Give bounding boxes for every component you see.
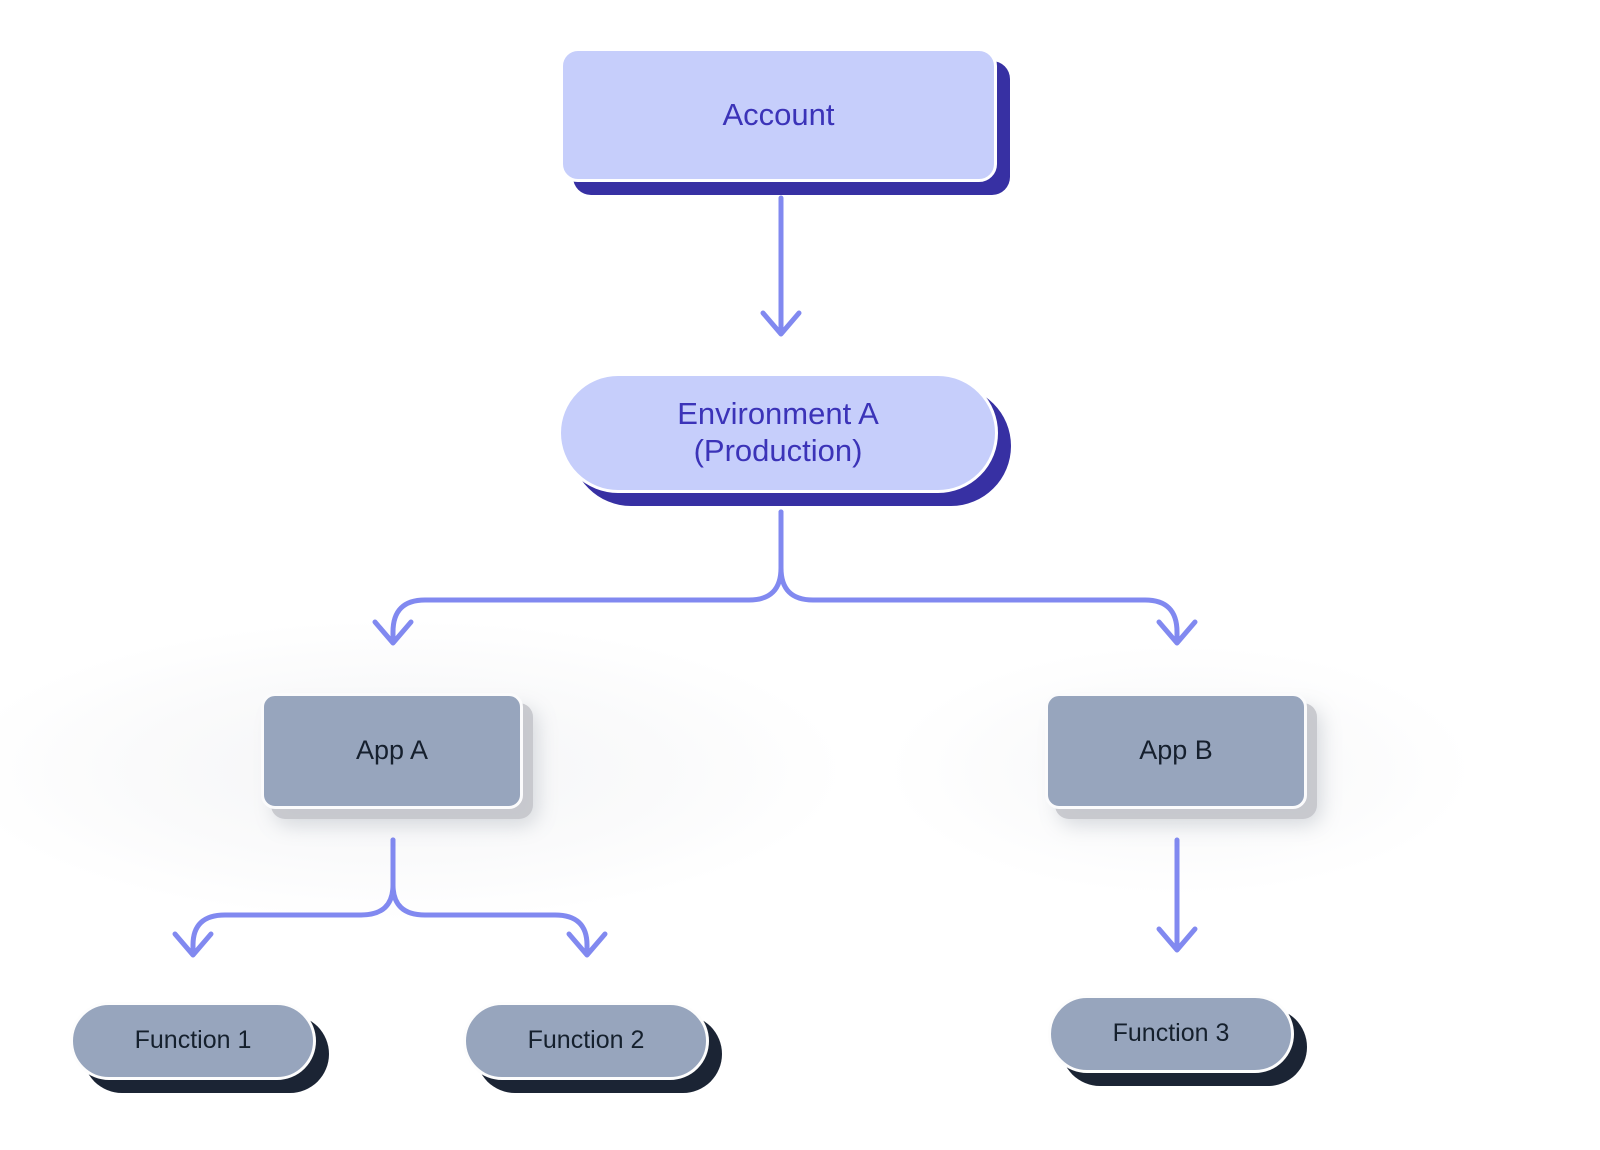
node-account-label: Account bbox=[722, 96, 835, 132]
node-function-2[interactable]: Function 2 bbox=[463, 1002, 709, 1080]
node-function-1[interactable]: Function 1 bbox=[70, 1002, 316, 1080]
node-function-3[interactable]: Function 3 bbox=[1048, 995, 1294, 1073]
node-account[interactable]: Account bbox=[560, 48, 997, 182]
edge-environment-a-to-app-a bbox=[372, 509, 784, 646]
edge-environment-a-to-app-b bbox=[778, 509, 1198, 646]
edge-account-to-environment-a bbox=[760, 195, 802, 337]
node-function-1-label: Function 1 bbox=[134, 1026, 252, 1055]
node-app-b-label: App B bbox=[1139, 735, 1213, 766]
node-app-a-label: App A bbox=[355, 735, 429, 766]
node-function-3-label: Function 3 bbox=[1112, 1019, 1230, 1048]
node-function-2-label: Function 2 bbox=[527, 1026, 645, 1055]
edge-app-a-to-function-2 bbox=[390, 837, 608, 958]
node-environment-a-label: Environment A (Production) bbox=[677, 396, 879, 468]
edge-app-a-to-function-1 bbox=[172, 837, 396, 958]
edge-app-b-to-function-3 bbox=[1156, 837, 1198, 953]
node-app-b[interactable]: App B bbox=[1045, 693, 1307, 809]
node-app-a[interactable]: App A bbox=[261, 693, 523, 809]
background-glow bbox=[0, 560, 1600, 980]
node-environment-a[interactable]: Environment A (Production) bbox=[558, 373, 998, 493]
